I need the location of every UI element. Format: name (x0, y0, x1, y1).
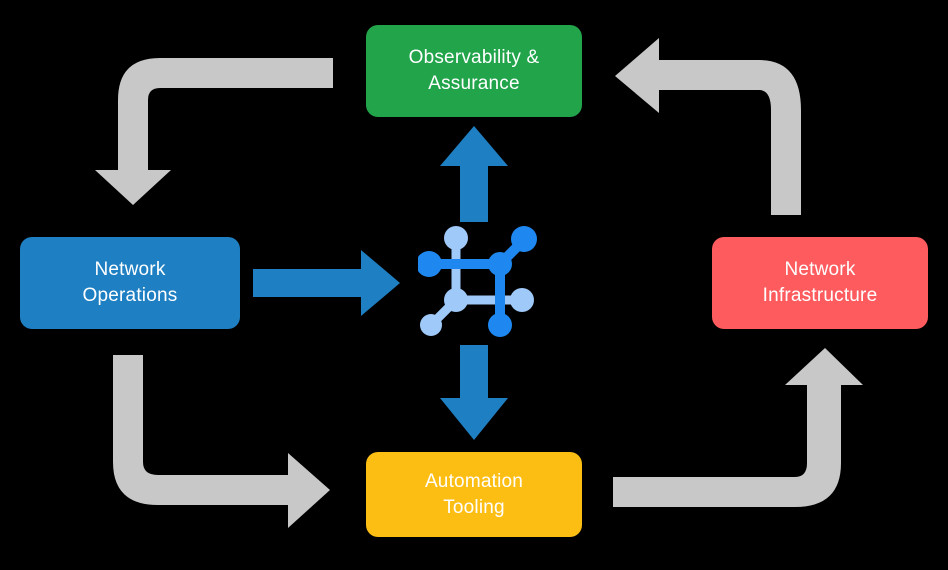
node-box-network-operations[interactable]: Network Operations (20, 237, 240, 329)
node-top-right (511, 226, 537, 252)
node-bottom-left (420, 314, 442, 336)
gray-arrow-automation-tooling-to-network-infrastructure (613, 348, 863, 507)
node-box-observability[interactable]: Observability & Assurance (366, 25, 582, 117)
gray-arrow-observability-to-network-operations (95, 58, 333, 205)
blue-arrow-up (440, 126, 508, 222)
blue-arrow-down (440, 345, 508, 440)
gray-arrow-network-infrastructure-to-observability (615, 38, 801, 215)
node-box-network-infrastructure[interactable]: Network Infrastructure (712, 237, 928, 329)
node-top-left (444, 226, 468, 250)
node-right-mid (510, 288, 534, 312)
node-bottom-center (488, 313, 512, 337)
gray-arrow-network-operations-to-automation-tooling (113, 355, 330, 528)
blue-arrow-right (253, 250, 400, 316)
network-topology-icon (418, 226, 537, 337)
node-mid-left-lower (444, 288, 468, 312)
node-center (488, 252, 512, 276)
node-box-automation-tooling[interactable]: Automation Tooling (366, 452, 582, 537)
node-left (418, 251, 442, 277)
